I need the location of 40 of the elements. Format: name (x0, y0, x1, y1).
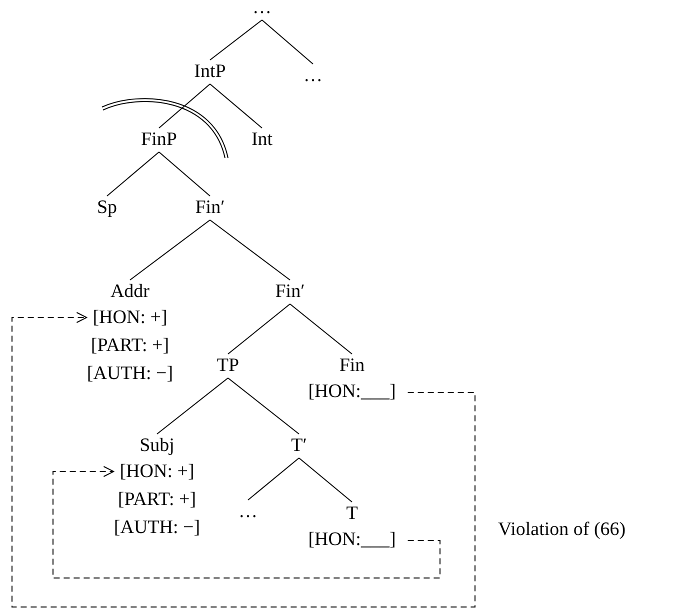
tree-branch (290, 304, 352, 354)
tree-branch (156, 378, 228, 434)
node-label: IntP (194, 60, 226, 84)
dashed-arrow (52, 466, 440, 578)
tree-branch (210, 220, 290, 280)
node-label: Addr (109, 280, 151, 304)
tree-branch (248, 458, 300, 500)
node-label: Subj (138, 434, 176, 458)
tree-branch (210, 84, 262, 128)
tree-branch (130, 220, 210, 280)
feature-label: [HON: +] (118, 460, 196, 484)
node-label: … (304, 64, 322, 88)
node-label: Sp (96, 196, 118, 220)
dashed-arrow (12, 312, 476, 608)
node-label: T (345, 502, 359, 526)
feature-label: [PART: +] (116, 488, 198, 512)
tree-branch (158, 84, 210, 128)
node-label: TP (216, 354, 240, 378)
tree-branch (210, 20, 262, 60)
tree-branch (262, 20, 314, 64)
tree-branch (158, 152, 210, 196)
node-label: T′ (291, 434, 307, 458)
node-label: Int (251, 128, 273, 152)
tree-branch (228, 304, 290, 354)
node-label: Fin′ (195, 196, 225, 220)
node-label: Fin (338, 354, 366, 378)
feature-label: [AUTH: −] (86, 362, 174, 386)
tree-branch (106, 152, 160, 196)
node-label: FinP (141, 128, 177, 152)
node-label: … (252, 0, 272, 20)
tree-branch (298, 458, 352, 502)
note-text: Violation of (66) (498, 518, 626, 542)
tree-branch (228, 378, 300, 434)
node-label: … (238, 500, 258, 524)
feature-label: [HON:___] (308, 528, 396, 552)
node-label: Fin′ (275, 280, 305, 304)
feature-label: [HON: +] (92, 306, 168, 330)
feature-label: [AUTH: −] (114, 516, 200, 540)
feature-label: [PART: +] (90, 334, 170, 358)
feature-label: [HON:___] (308, 380, 396, 404)
